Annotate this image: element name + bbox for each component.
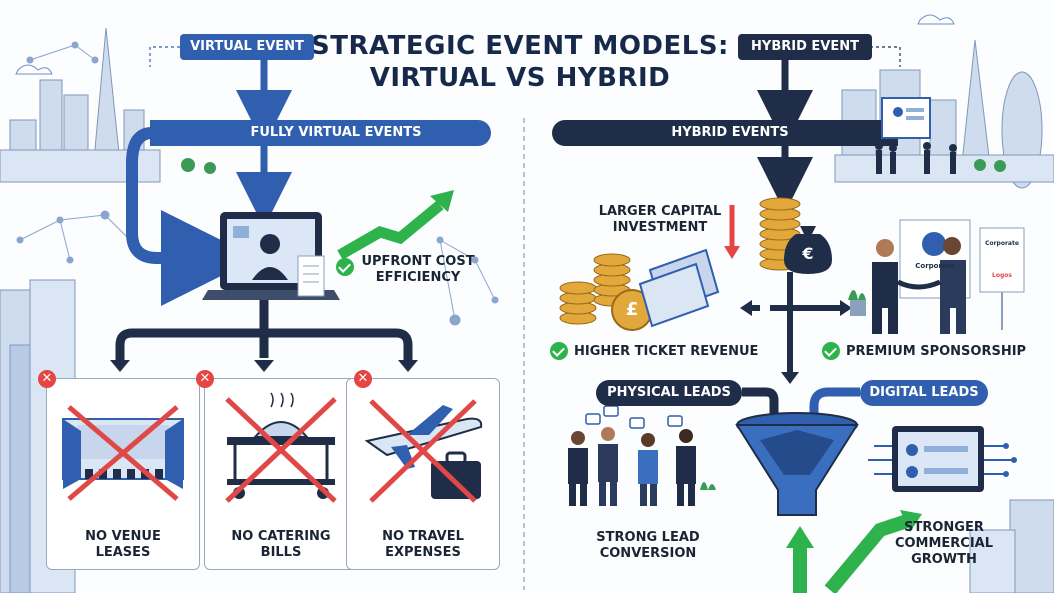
no-venue-x-icon: ✕	[38, 370, 56, 388]
networking-illustration	[568, 405, 716, 506]
ticket-revenue-label: HIGHER TICKET REVENUE	[574, 344, 759, 359]
ticket-revenue-illustration	[559, 248, 720, 331]
sponsor-sign-text: Corporate	[985, 240, 1019, 247]
left-network	[16, 41, 144, 264]
ticket-revenue-check-icon	[550, 342, 568, 360]
digital-dashboard-illustration	[868, 426, 1017, 492]
virtual-banner-label: FULLY VIRTUAL EVENTS	[250, 125, 422, 140]
no-travel-x-icon: ✕	[354, 370, 372, 388]
virtual-banner-shape	[150, 120, 491, 146]
lead-funnel	[735, 412, 859, 516]
sponsor-board-text: Corporate	[915, 262, 955, 270]
no-catering-x-icon: ✕	[196, 370, 214, 388]
hybrid-venue-illustration	[875, 97, 957, 174]
catering-illustration	[225, 392, 337, 503]
digital-leads-tag: DIGITAL LEADS	[860, 380, 988, 406]
right-lower-city	[969, 499, 1054, 593]
left-skyline	[0, 27, 161, 183]
sponsorship-illustration	[848, 219, 1025, 334]
coin-stack-illustration	[759, 197, 832, 274]
venue-illustration	[62, 405, 184, 501]
page-title: STRATEGIC EVENT MODELS: VIRTUAL VS HYBRI…	[311, 31, 729, 93]
hybrid-banner-shape	[552, 120, 898, 146]
euro-symbol: €	[802, 244, 814, 263]
sponsorship-label: PREMIUM SPONSORSHIP	[846, 344, 1027, 359]
physical-leads-tag: PHYSICAL LEADS	[596, 380, 742, 406]
right-network	[436, 236, 499, 326]
pound-symbol: £	[625, 299, 639, 320]
cloud-outlines	[15, 14, 955, 75]
virtual-event-tag: VIRTUAL EVENT	[180, 34, 314, 60]
sponsorship-check-icon	[822, 342, 840, 360]
trees	[181, 158, 1006, 174]
upfront-cost-check-icon	[336, 258, 354, 276]
hybrid-banner-label: HYBRID EVENTS	[671, 125, 789, 140]
sponsor-logos-text: Logos	[992, 272, 1012, 279]
hybrid-event-tag: HYBRID EVENT	[738, 34, 872, 60]
travel-illustration	[364, 399, 483, 503]
